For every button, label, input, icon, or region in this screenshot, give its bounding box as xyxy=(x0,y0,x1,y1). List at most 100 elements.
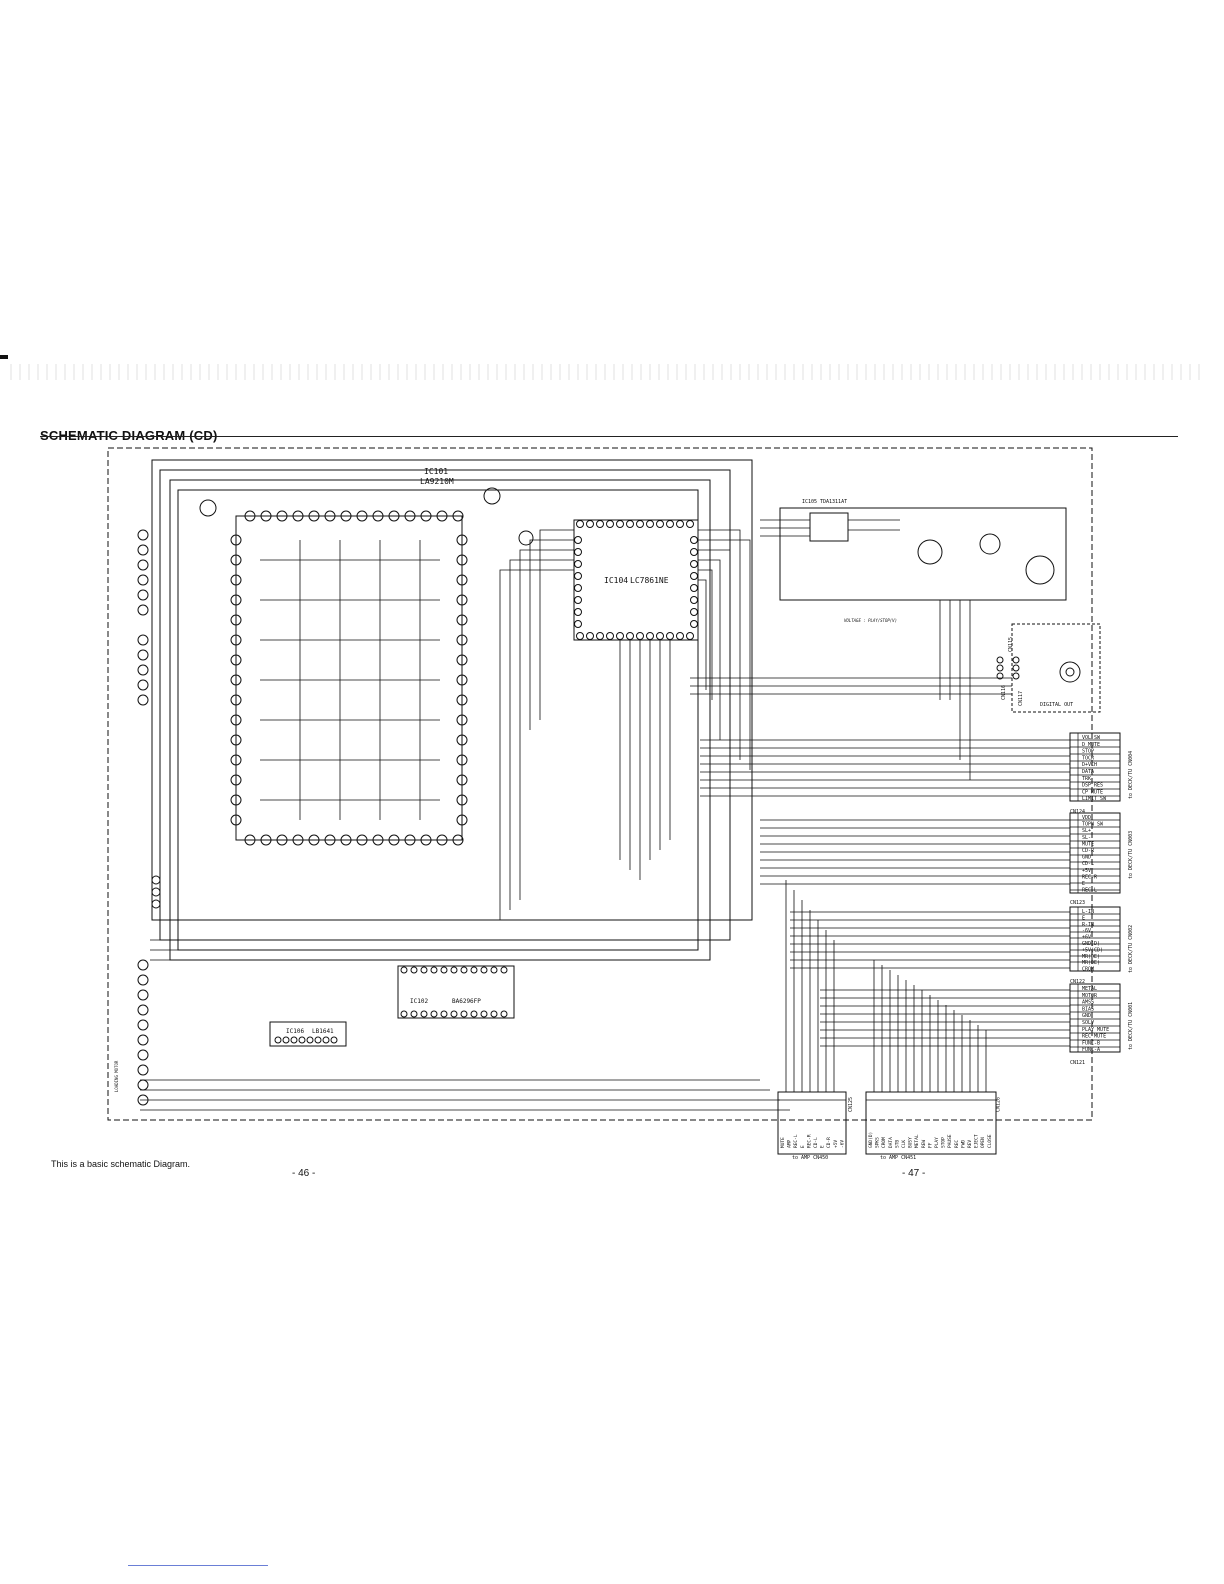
ic104-pins xyxy=(574,520,698,640)
digital-out-jack xyxy=(1059,661,1081,683)
connector-pin-label: AMP xyxy=(787,1140,793,1148)
underline-link xyxy=(128,1565,268,1566)
connector-pin-label: STB xyxy=(894,1140,900,1148)
connector-pin-label: TOPN SW xyxy=(1082,822,1104,828)
ic105-body xyxy=(809,512,849,542)
connector-pin-label: SPKS xyxy=(875,1137,881,1148)
page-number-left: - 46 - xyxy=(292,1168,316,1179)
connector-ref: CN121 xyxy=(1070,1060,1085,1066)
main-bus xyxy=(151,459,753,921)
connector-pin-label: EJECT xyxy=(974,1134,980,1148)
connector-pin-label: METAL xyxy=(1082,986,1097,992)
connector-pin-label: BIAS xyxy=(1082,1006,1094,1012)
connector-ref: CN124 xyxy=(1070,809,1085,815)
connector-pin-label: REC-R xyxy=(1082,874,1098,880)
connector-pin-label: REC MUTE xyxy=(1082,1034,1106,1040)
connector-pin-label: L-IN xyxy=(1082,909,1094,915)
connector-pin-label: CD-L xyxy=(1082,861,1094,867)
connector-pin-label: FUNC-B xyxy=(1082,1040,1100,1046)
connector-pin-label: PLAY MUTE xyxy=(1082,1027,1109,1033)
connector-pin-label: REC xyxy=(954,1140,960,1148)
cn124-box xyxy=(1069,732,1121,802)
connector-destination: to DECK/TU CN002 xyxy=(1128,925,1134,973)
connector-ref: CN123 xyxy=(1070,900,1085,906)
connector-pin-label: BUSY xyxy=(908,1137,914,1148)
ic106-body xyxy=(269,1021,347,1047)
connector-pin-label: REC-L xyxy=(1082,888,1097,894)
connector-destination: to DECK/TU CN001 xyxy=(1128,1002,1134,1050)
ic104-ref: IC104 xyxy=(604,576,628,585)
connector-pin-label: FWD xyxy=(960,1140,966,1148)
connector-pin-label: GND xyxy=(1082,855,1091,861)
connector-ref: CN126 xyxy=(995,1097,1001,1112)
cn125-box xyxy=(777,1091,847,1155)
connector-destination: to DECK/TU CN003 xyxy=(1128,831,1134,879)
connector-pin-label: GND(D) xyxy=(868,1132,874,1148)
connector-pin-label: REC-L xyxy=(793,1134,799,1148)
connector-pin-label: MOTOR xyxy=(1082,993,1098,999)
connector-pin-label: E xyxy=(800,1145,806,1148)
connector-pin-label: E xyxy=(1082,881,1085,887)
connector-pin-label: PAUSE xyxy=(947,1134,953,1148)
connector-pin-label: D+VCH xyxy=(1082,762,1097,768)
corner-mark xyxy=(0,355,8,359)
connector-pin-label: AMSS xyxy=(1082,1000,1094,1006)
connector-pin-label: +5V xyxy=(1082,868,1091,874)
connector-pin-label: DATA xyxy=(888,1137,894,1148)
connector-pin-label: SL- xyxy=(1082,835,1091,841)
voltage-note: VOLTAGE : PLAY/STOP(V) xyxy=(844,618,897,623)
connector-pin-label: +5V(CD) xyxy=(1082,947,1103,953)
connector-pin-label: E xyxy=(1082,915,1085,921)
cn123-box xyxy=(1069,812,1121,894)
connector-pin-label: CROM xyxy=(881,1137,887,1148)
connector-pin-label: FUNC-A xyxy=(1082,1047,1100,1053)
connector-pin-label: VDD xyxy=(1082,815,1091,821)
connector-pin-label: TOCR xyxy=(1082,755,1095,761)
connector-destination: to AMP CN451 xyxy=(880,1155,916,1161)
connector-destination: to DECK/TU CN004 xyxy=(1128,751,1134,799)
connector-pin-label: STOP xyxy=(941,1137,947,1148)
connector-pin-label: CLK xyxy=(901,1140,907,1148)
connector-pin-label: E xyxy=(820,1145,826,1148)
connector-pin-label: VOL SW xyxy=(1082,735,1101,741)
connector-pin-label: CD-L xyxy=(813,1137,819,1148)
connector-pin-label: MUTE xyxy=(1082,841,1094,847)
connector-pin-label: OPEN xyxy=(980,1137,986,1148)
connector-pin-label: REW xyxy=(921,1140,927,1148)
connector-pin-label: REV xyxy=(967,1140,973,1148)
connector-pin-label: +5V xyxy=(833,1140,839,1148)
connector-pin-label: GND xyxy=(1082,1013,1091,1019)
title-rule xyxy=(40,436,1178,437)
connector-pin-label: -6V xyxy=(1082,928,1091,934)
connector-pin-label: DATA xyxy=(1082,769,1094,775)
cn126-box xyxy=(865,1091,997,1155)
board-outline xyxy=(107,447,1093,1121)
cn117-label: CN117 xyxy=(1018,691,1024,706)
ic105-ref: IC105 xyxy=(802,499,817,505)
connector-ref: CN122 xyxy=(1070,979,1085,985)
ic101-pins xyxy=(230,510,468,846)
connector-pin-label: METAL xyxy=(914,1134,920,1148)
connector-pin-label: MR(DE) xyxy=(1082,960,1100,966)
connector-pin-label: CLOSE xyxy=(987,1134,993,1148)
ic101-part: LA9210M xyxy=(420,477,454,486)
connector-pin-label: REC-R xyxy=(806,1134,812,1148)
connector-pin-label: SL+ xyxy=(1082,828,1091,834)
page-number-right: - 47 - xyxy=(902,1168,926,1179)
connector-pin-label: STOP xyxy=(1082,749,1094,755)
cn115-pins xyxy=(996,656,1020,680)
connector-pin-label: LIMIT SW xyxy=(1082,796,1107,802)
connector-pin-label: CROM xyxy=(1082,967,1094,973)
loading-motor-label: LOADING MOTOR xyxy=(114,1060,119,1092)
connector-pin-label: PLAY xyxy=(934,1137,940,1148)
ic102-body xyxy=(397,965,515,1019)
ic102-ref: IC102 xyxy=(410,998,428,1005)
ic102-pins xyxy=(400,966,508,1018)
ic106-pins xyxy=(274,1036,338,1044)
ic106-ref: IC106 xyxy=(286,1028,304,1035)
connector-pin-label: MR(DE) xyxy=(1082,954,1100,960)
cn122-box xyxy=(1069,906,1121,972)
scan-noise-band xyxy=(10,364,1200,380)
